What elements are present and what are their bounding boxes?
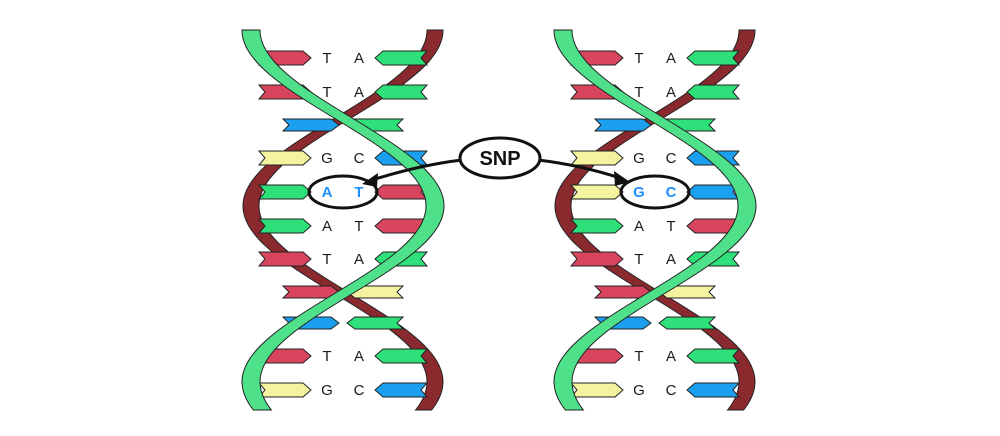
base-block-left bbox=[593, 118, 652, 132]
base-block-left bbox=[257, 150, 312, 166]
base-letter-left: G bbox=[633, 150, 645, 167]
base-letter-right: A bbox=[666, 50, 676, 67]
base-block-left bbox=[281, 118, 340, 132]
base-block-right bbox=[686, 84, 741, 100]
base-letter-right: T bbox=[666, 218, 675, 235]
snp-label-ellipse bbox=[458, 136, 542, 180]
base-block-left bbox=[257, 251, 312, 267]
base-letter-right: A bbox=[354, 251, 364, 268]
arrowhead-right bbox=[614, 171, 630, 186]
base-letter-right: A bbox=[354, 84, 364, 101]
base-block-left bbox=[569, 251, 624, 267]
base-block-right bbox=[686, 382, 741, 398]
base-letter-left: T bbox=[322, 348, 331, 365]
base-block-left bbox=[569, 218, 624, 234]
base-block-left bbox=[257, 382, 312, 398]
snp-callout: SNP bbox=[362, 136, 630, 187]
base-block-left bbox=[257, 184, 312, 200]
base-pair bbox=[593, 285, 717, 299]
base-letter-left: A bbox=[322, 218, 332, 235]
base-letter-left: T bbox=[322, 50, 331, 67]
base-block-left bbox=[569, 150, 624, 166]
base-letter-right: A bbox=[354, 50, 364, 67]
base-block-left bbox=[569, 382, 624, 398]
base-block-right bbox=[374, 84, 429, 100]
base-block-right bbox=[374, 50, 429, 66]
base-letter-right: C bbox=[666, 150, 677, 167]
snp-highlight-ellipse bbox=[307, 174, 379, 210]
base-block-right bbox=[374, 382, 429, 398]
backbone-strand-front bbox=[553, 29, 757, 411]
base-letter-left: T bbox=[322, 251, 331, 268]
base-letter-left: G bbox=[633, 382, 645, 399]
base-letter-right: A bbox=[666, 84, 676, 101]
base-letter-left: G bbox=[321, 150, 333, 167]
base-letter-left: G bbox=[321, 382, 333, 399]
base-letter-right: A bbox=[666, 348, 676, 365]
base-letter-right: C bbox=[354, 150, 365, 167]
snp-label: SNP bbox=[479, 148, 520, 170]
base-block-right bbox=[686, 184, 741, 200]
base-block-right bbox=[374, 184, 429, 200]
base-letter-right: A bbox=[666, 251, 676, 268]
base-block-right bbox=[374, 348, 429, 364]
arrow-to-left-snp bbox=[371, 158, 463, 182]
base-letter-left: A bbox=[322, 184, 333, 201]
base-letter-right: C bbox=[666, 382, 677, 399]
base-letter-left: G bbox=[633, 184, 645, 201]
base-letter-left: T bbox=[634, 84, 643, 101]
base-letter-left: T bbox=[634, 251, 643, 268]
base-letter-right: A bbox=[354, 348, 364, 365]
base-block-left bbox=[569, 184, 624, 200]
base-letter-right: C bbox=[666, 184, 677, 201]
backbone-strand-front bbox=[241, 29, 445, 411]
base-letter-left: T bbox=[634, 50, 643, 67]
base-letter-right: T bbox=[354, 184, 363, 201]
base-pair bbox=[281, 285, 405, 299]
base-letter-left: T bbox=[322, 84, 331, 101]
snp-highlight-ellipse bbox=[619, 174, 691, 210]
base-block-right bbox=[346, 316, 405, 330]
arrow-to-right-snp bbox=[537, 158, 621, 180]
base-block-left bbox=[257, 218, 312, 234]
base-block-right bbox=[686, 348, 741, 364]
base-letter-left: T bbox=[634, 348, 643, 365]
base-letter-right: C bbox=[354, 382, 365, 399]
base-letter-right: T bbox=[354, 218, 363, 235]
base-block-right bbox=[658, 316, 717, 330]
arrowhead-left bbox=[362, 173, 378, 187]
base-letter-left: A bbox=[634, 218, 644, 235]
base-block-right bbox=[686, 50, 741, 66]
